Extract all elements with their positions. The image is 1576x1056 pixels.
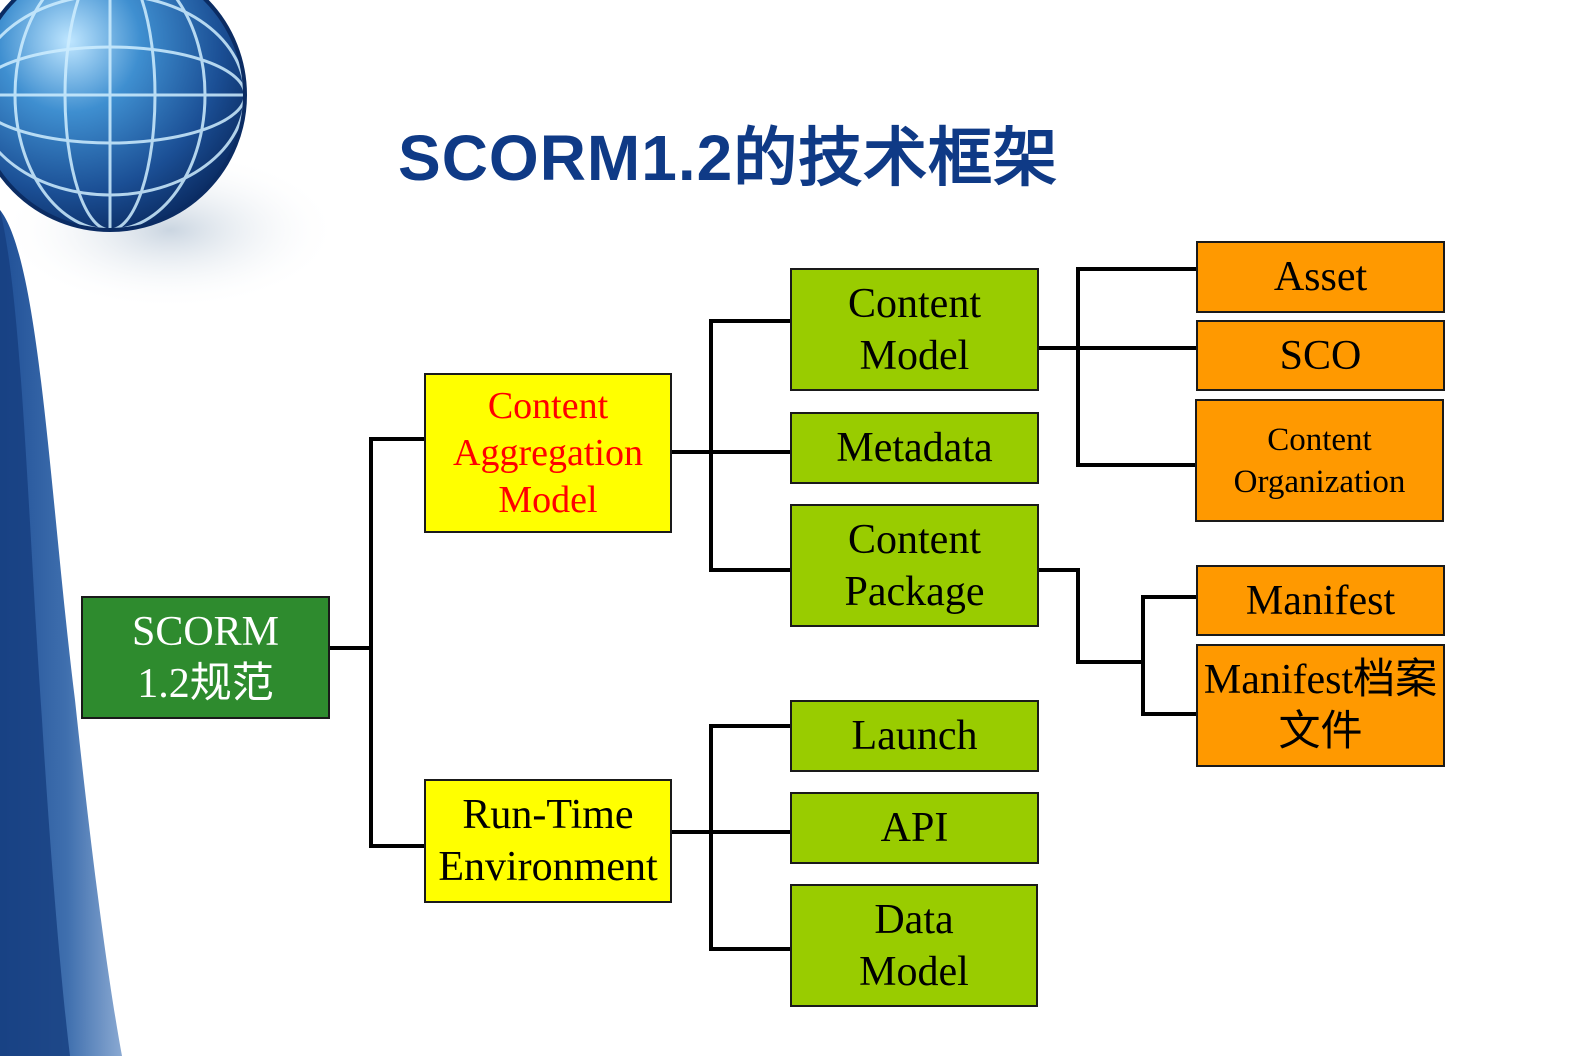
node-content-model: Content Model <box>790 268 1039 391</box>
page-title: SCORM1.2的技术框架 <box>398 122 1059 194</box>
node-api: API <box>790 792 1039 864</box>
node-manifest: Manifest <box>1196 565 1445 636</box>
node-metadata: Metadata <box>790 412 1039 484</box>
node-launch: Launch <box>790 700 1039 772</box>
node-run-time-environment: Run-Time Environment <box>424 779 672 903</box>
node-content-organization: Content Organization <box>1195 399 1444 522</box>
node-content-aggregation-model: Content Aggregation Model <box>424 373 672 533</box>
node-manifest-file: Manifest档案 文件 <box>1196 644 1445 767</box>
node-asset: Asset <box>1196 241 1445 313</box>
node-sco: SCO <box>1196 320 1445 391</box>
node-scorm-root: SCORM 1.2规范 <box>81 596 330 719</box>
node-content-package: Content Package <box>790 504 1039 627</box>
node-data-model: Data Model <box>790 884 1038 1007</box>
